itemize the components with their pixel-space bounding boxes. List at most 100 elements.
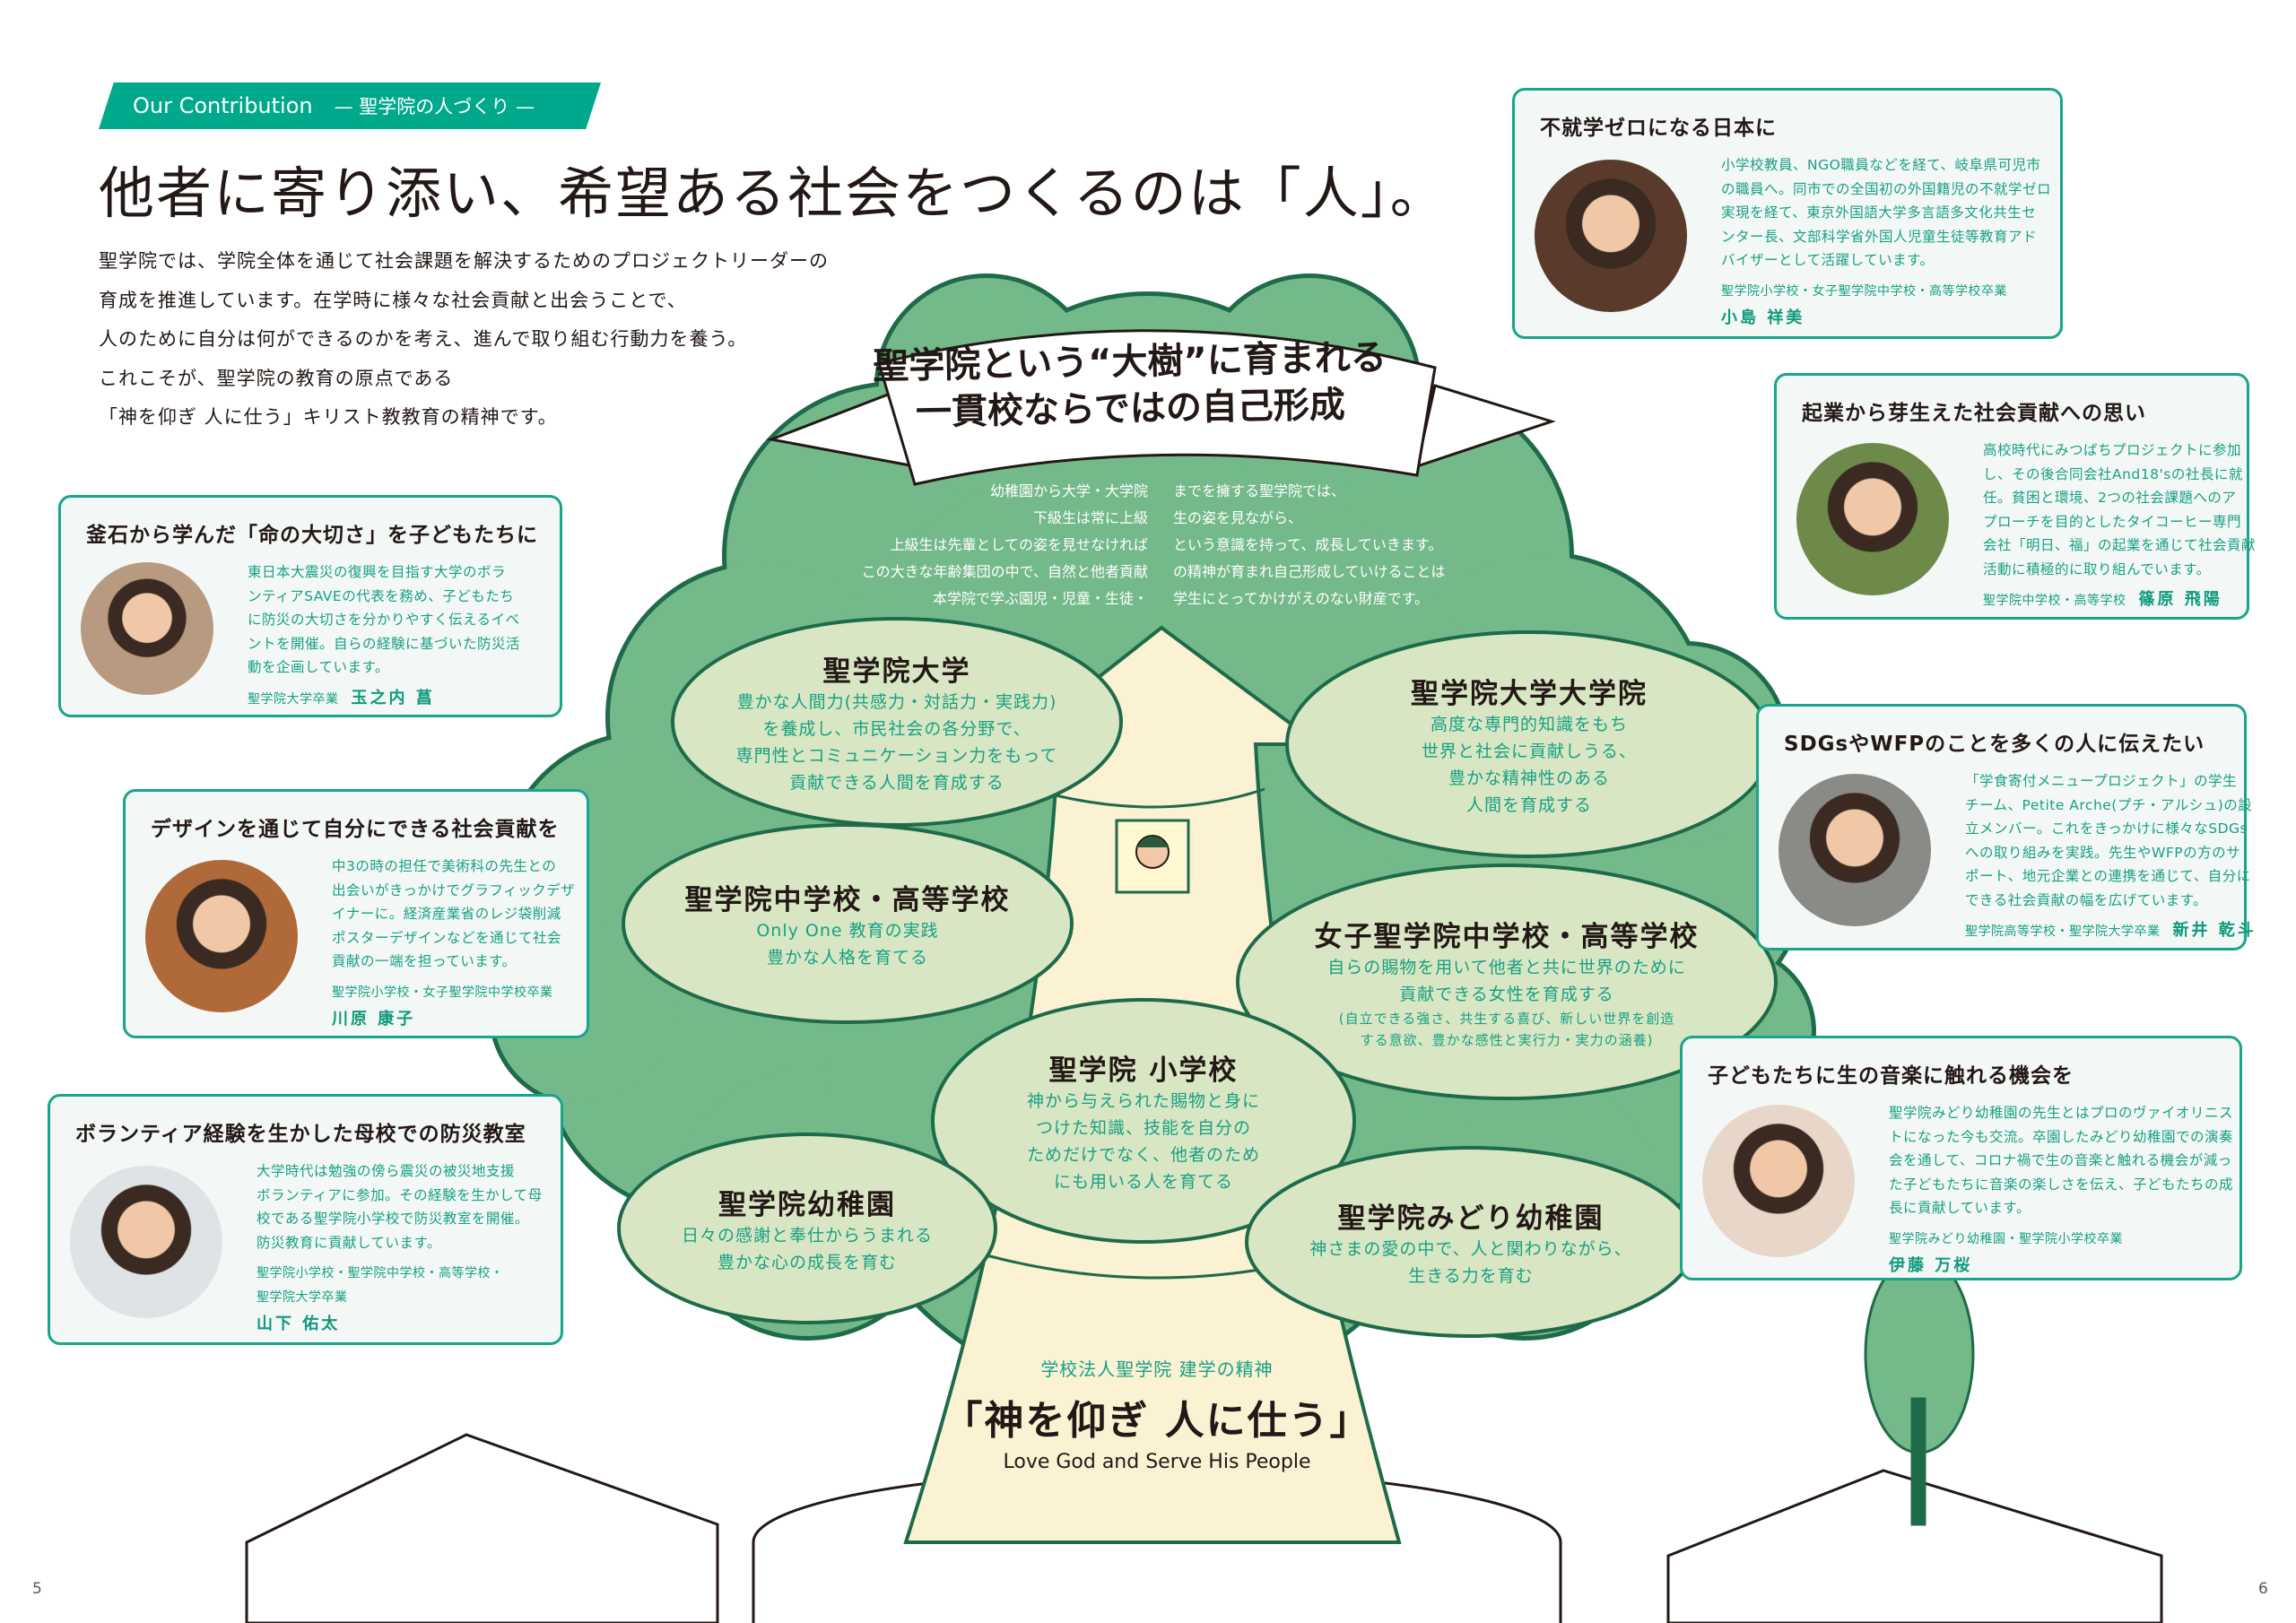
cloud-line: 貢献できる女性を育成する [1399,984,1614,1004]
window-illustration [1115,819,1190,894]
cloud-line: を養成し、市民社会の各分野で、 [762,718,1031,739]
profile-body: 中3の時の担任で美術科の先生との出会いがきっかけでグラフィックデザイナーに。経済… [332,855,575,1032]
page-number-left: 5 [32,1580,42,1598]
tree-paragraph: 幼稚園から大学・大学院 下級生は常に上級 上級生は先輩としての姿を見せなければ … [789,478,1471,612]
para-line: 幼稚園から大学・大学院 [989,482,1148,499]
profile-name: 玉之内 菖 [351,688,435,707]
cloud-note: する意欲、豊かな感性と実行力・実力の涵養) [1360,1031,1654,1048]
profile-photo [81,562,213,695]
profile-card: 釜石から学んだ「命の大切さ」を子どもたちに 東日本大震災の復興を目指す大学のボラ… [58,495,562,717]
profile-title: 不就学ゼロになる日本に [1540,117,1777,140]
cloud-line: 豊かな精神性のある [1448,768,1610,788]
cloud-title: 聖学院中学校・高等学校 [684,883,1011,916]
cloud-elementary [931,998,1356,1244]
profile-name: 小島 祥美 [1721,308,1805,327]
profile-school: 聖学院小学校・女子聖学院中学校・高等学校卒業 [1721,283,2007,299]
cloud-line: 神から与えられた賜物と身に [1026,1090,1260,1111]
cloud-line: つけた知識、技能を自分の [1035,1117,1251,1138]
cloud-group [617,617,1778,1338]
profile-title: 釜石から学んだ「命の大切さ」を子どもたちに [86,524,538,547]
cloud-line: Only One 教育の実践 [756,920,939,941]
profile-photo [1702,1104,1855,1257]
profile-name: 篠原 飛陽 [2138,590,2222,609]
profile-school: 聖学院大学卒業玉之内 菖 [248,688,435,707]
para-line: 学生にとってかけがえのない財産です。 [1173,590,1430,607]
cloud-title: 聖学院みどり幼稚園 [1337,1202,1605,1235]
cloud-title: 聖学院 小学校 [1048,1054,1239,1087]
cloud-line: 高度な専門的知識をもち [1430,714,1628,734]
intro-line: 聖学院では、学院全体を通じて社会課題を解決するためのプロジェクトリーダーの [99,250,829,272]
intro-text: 聖学院では、学院全体を通じて社会課題を解決するためのプロジェクトリーダーの 育成… [99,242,829,438]
banner [766,329,1556,486]
cloud-line: 世界と社会に貢献しうる、 [1421,741,1637,761]
profile-body: 大学時代は勉強の傍ら震災の被災地支援ボランティアに参加。その経験を生かして母校で… [257,1159,543,1337]
motto-label: 学校法人聖学院 建学の精神 [1040,1358,1274,1380]
profile-card: 不就学ゼロになる日本に 小学校教員、NGO職員などを経て、岐阜県可児市の職員へ。… [1512,88,2063,339]
profile-school: 聖学院高等学校・聖学院大学卒業新井 乾斗 [1965,921,2257,940]
profile-name: 川原 康子 [332,1010,416,1028]
profile-school: 聖学院小学校・女子聖学院中学校卒業 [332,985,553,1000]
cloud-line: 生きる力を育む [1408,1265,1534,1286]
cloud-title: 聖学院幼稚園 [718,1188,896,1221]
para-line: この大きな年齢集団の中で、自然と他者貢献 [861,563,1148,580]
para-line: 下級生は常に上級 [1032,509,1148,526]
profile-school: 聖学院みどり幼稚園・聖学院小学校卒業 [1889,1231,2123,1246]
cloud-text-university: 聖学院大学豊かな人間力(共感力・対話力・実践力)を養成し、市民社会の各分野で、専… [673,648,1121,796]
cloud-line: 豊かな心の成長を育む [717,1252,897,1272]
banner-line: 一貫校ならではの自己形成 [915,384,1346,434]
profile-school: 聖学院小学校・聖学院中学校・高等学校・聖学院大学卒業 [257,1266,504,1305]
profile-card: デザインを通じて自分にできる社会貢献を 中3の時の担任で美術科の先生との出会いが… [123,789,589,1038]
profile-school: 聖学院中学校・高等学校篠原 飛陽 [1983,590,2222,609]
cloud-line: 自らの賜物を用いて他者と共に世界のために [1327,957,1686,977]
cloud-university [671,617,1123,827]
cloud-title: 女子聖学院中学校・高等学校 [1314,920,1700,953]
intro-line: 人のために自分は何ができるのかを考え、進んで取り組む行動力を養う。 [99,328,748,350]
profile-photo [70,1166,222,1318]
cloud-line: 日々の感謝と奉仕からうまれる [681,1225,933,1245]
cloud-text-girls: 女子聖学院中学校・高等学校自らの賜物を用いて他者と共に世界のために貢献できる女性… [1238,914,1776,1051]
cloud-title: 聖学院大学大学院 [1411,677,1648,710]
profile-photo [1796,442,1949,595]
intro-line: 育成を推進しています。在学時に様々な社会貢献と出会うことで、 [99,289,687,311]
profile-body: 小学校教員、NGO職員などを経て、岐阜県可児市の職員へ。同市での全国初の外国籍児… [1721,153,2051,331]
profile-name: 伊藤 万桜 [1889,1256,1973,1275]
profile-photo [1535,160,1687,312]
cloud-line: 豊かな人格を育てる [766,947,928,968]
profile-photo [145,860,298,1012]
profile-body: 聖学院みどり幼稚園の先生とはプロのヴァイオリニストになった今も交流。卒園したみど… [1889,1101,2233,1279]
para-line: 生の姿を見ながら、 [1173,509,1303,526]
page-headline: 他者に寄り添い、希望ある社会をつくるのは「人」。 [99,161,1448,226]
cloud-line: 人間を育成する [1465,794,1592,815]
profile-body: 東日本大震災の復興を目指す大学のボランティアSAVEの代表を務め、子どもたちに防… [248,560,520,711]
cloud-girls [1236,864,1778,1100]
cloud-line: 神さまの愛の中で、人と関わりながら、 [1309,1238,1632,1259]
profile-card: 子どもたちに生の音楽に触れる機会を 聖学院みどり幼稚園の先生とはプロのヴァイオリ… [1680,1036,2242,1280]
section-tag-jp: — 聖学院の人づくり — [334,96,535,117]
cloud-line: 専門性とコミュニケーション力をもって [735,745,1058,766]
cloud-junior_high [622,823,1074,1024]
profile-card: ボランティア経験を生かした母校での防災教室 大学時代は勉強の傍ら震災の被災地支援… [48,1094,563,1345]
cloud-line: 豊かな人間力(共感力・対話力・実践力) [736,691,1057,712]
cloud-text-kindergarten: 聖学院幼稚園日々の感謝と奉仕からうまれる豊かな心の成長を育む [619,1182,996,1276]
profile-body: 「学食寄付メニュープロジェクト」の学生チーム、Petite Arche(プチ・ア… [1965,769,2257,944]
banner-title: 聖学院という“大樹”に育まれる 一貫校ならではの自己形成 [860,334,1400,437]
cloud-line: 貢献できる人間を育成する [789,772,1004,793]
profile-title: SDGsやWFPのことを多くの人に伝えたい [1784,733,2205,756]
cloud-text-junior_high: 聖学院中学校・高等学校 Only One 教育の実践豊かな人格を育てる [623,877,1072,971]
para-line: までを擁する聖学院では、 [1173,482,1346,499]
profile-body: 高校時代にみつばちプロジェクトに参加し、その後合同会社And18'sの社長に就任… [1983,438,2256,613]
cloud-text-elementary: 聖学院 小学校神から与えられた賜物と身につけた知識、技能を自分のためだけでなく、… [933,1047,1354,1195]
profile-title: 起業から芽生えた社会貢献への思い [1802,402,2146,425]
profile-card: SDGsやWFPのことを多くの人に伝えたい 「学食寄付メニュープロジェクト」の学… [1756,704,2254,950]
profile-name: 新井 乾斗 [2172,921,2257,940]
profile-name: 山下 佑太 [257,1315,341,1333]
profile-card: 起業から芽生えた社会貢献への思い 高校時代にみつばちプロジェクトに参加し、その後… [1774,373,2256,620]
section-tag-en: Our Contribution [133,93,313,118]
motto: 学校法人聖学院 建学の精神 「神を仰ぎ 人に仕う」 Love God and S… [933,1356,1381,1473]
para-line: という意識を持って、成長していきます。 [1173,536,1443,553]
profile-title: 子どもたちに生の音楽に触れる機会を [1708,1064,2074,1088]
profile-title: ボランティア経験を生かした母校での防災教室 [75,1123,526,1146]
intro-line: これこそが、聖学院の教育の原点である [99,367,454,389]
cloud-kindergarten [617,1133,997,1324]
profile-photo [1779,773,1931,926]
